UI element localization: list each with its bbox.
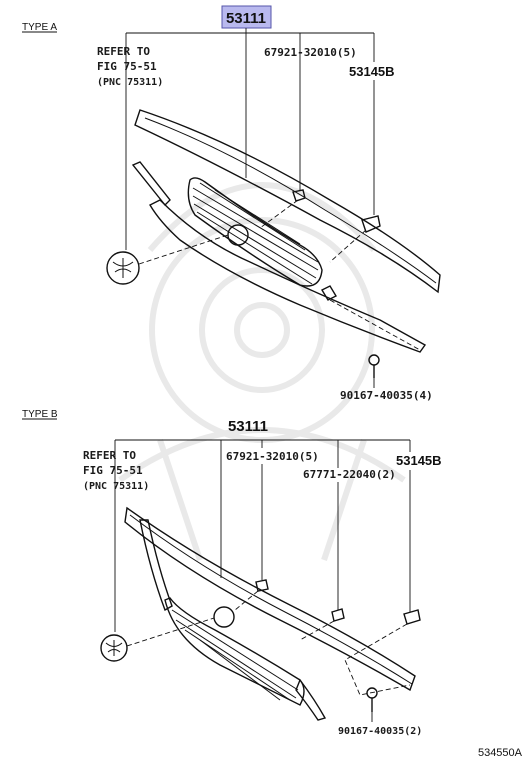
type-a-grille-lower-molding <box>149 199 427 353</box>
type-a-main-part-highlight <box>221 5 272 29</box>
type-a-refer-line2: FIG 75-51 <box>97 60 157 73</box>
type-a-screw <box>368 354 380 378</box>
type-a-emblem <box>106 251 140 285</box>
type-a-heading: TYPE A <box>22 22 57 33</box>
type-b-clip-part-number[interactable]: 67921-32010(5) <box>226 450 319 463</box>
type-b-clip2 <box>299 608 345 641</box>
type-b-refer-line2: FIG 75-51 <box>83 464 143 477</box>
type-a-grille-upper-molding <box>134 109 441 294</box>
type-a-grille-emblem <box>227 224 249 246</box>
type-b-refer-line1: REFER TO <box>83 449 136 462</box>
type-b-emblem <box>100 634 128 662</box>
type-a-grille-mesh <box>187 177 323 287</box>
type-a-refer-line3: (PNC 75311) <box>97 77 163 88</box>
type-b-screw <box>366 687 378 712</box>
type-a-screw-part-number[interactable]: 90167-40035(4) <box>340 389 433 402</box>
type-b-grille-upper-molding <box>124 506 416 692</box>
type-b-grille-mesh <box>164 597 305 706</box>
type-a-side-strip <box>131 161 171 207</box>
type-b-clip <box>234 579 269 611</box>
type-b-screw-part-number[interactable]: 90167-40035(2) <box>338 726 422 737</box>
type-a-bracket-part-number[interactable]: 53145B <box>349 64 395 79</box>
type-b-heading: TYPE B <box>22 409 58 420</box>
type-b-bracket-part-number[interactable]: 53145B <box>396 453 442 468</box>
type-b-refer-line3: (PNC 75311) <box>83 481 149 492</box>
type-b-grille-emblem <box>213 606 235 628</box>
type-b-main-part-number[interactable]: 53111 <box>228 418 268 435</box>
type-a-bracket <box>329 215 381 263</box>
type-a-main-part-number[interactable]: 53111 <box>226 10 266 27</box>
type-a-clip-part-number[interactable]: 67921-32010(5) <box>264 46 357 59</box>
type-a-clip <box>259 189 306 229</box>
type-b-bracket <box>344 609 421 696</box>
figure-code: 534550A <box>478 747 523 759</box>
type-a-section: TYPE A 53111 REFER TO FIG 75-51 (PNC 753… <box>22 5 441 402</box>
type-b-clip2-part-number[interactable]: 67771-22040(2) <box>303 468 396 481</box>
type-b-section: TYPE B 53111 REFER TO FIG 75-51 (PNC 753… <box>22 409 442 737</box>
type-a-refer-line1: REFER TO <box>97 45 150 58</box>
